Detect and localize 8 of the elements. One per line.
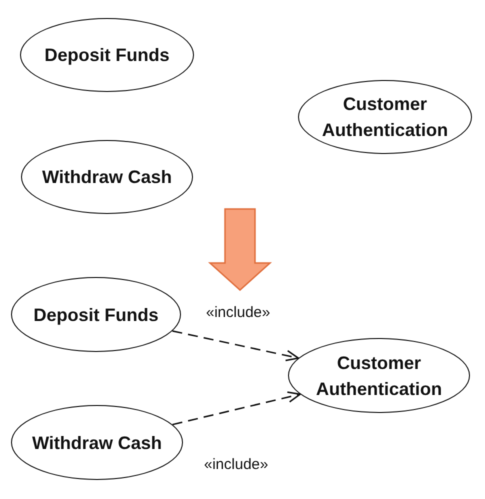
use-case-name: Customer Authentication (321, 93, 449, 142)
use-case-name: Withdraw Cash (31, 432, 163, 454)
use-case-name: Withdraw Cash (41, 166, 173, 189)
use-case-name: Customer Authentication (315, 352, 443, 400)
use-case-name: Deposit Funds (44, 44, 170, 67)
dashed-arrow (172, 330, 300, 362)
dashed-arrow (172, 391, 301, 426)
use-case-name: Deposit Funds (32, 304, 160, 327)
